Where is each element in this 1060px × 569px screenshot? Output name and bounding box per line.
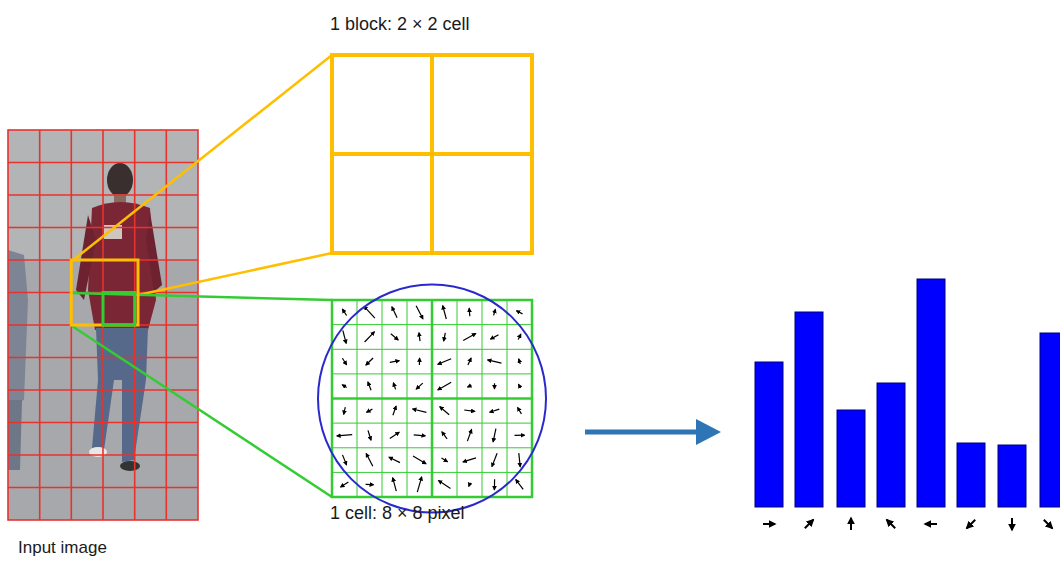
arrow-glyph [442, 458, 448, 462]
zoom-lines [72, 55, 332, 497]
arrow-glyph [342, 385, 346, 388]
arrow-glyph [491, 335, 499, 339]
arrow-glyph [416, 306, 423, 319]
arrow-glyph [393, 478, 397, 491]
arrow-glyph [468, 385, 472, 387]
arrow-glyph [393, 383, 395, 390]
arrow-glyph [463, 333, 476, 340]
arrow-glyph [366, 358, 373, 365]
arrow-glyph [342, 309, 346, 315]
arrow-glyph [494, 383, 495, 389]
arrow-glyph [419, 333, 420, 341]
arrow-glyph [389, 457, 400, 462]
node-label: 1 cell: 8 × 8 pixel [330, 503, 465, 525]
arrow-glyph [442, 432, 447, 439]
arrow-glyph [393, 406, 396, 415]
cell-marker [103, 293, 135, 326]
arrow-glyph [469, 308, 471, 316]
arrow-glyph [468, 358, 471, 365]
arrow-glyph [467, 430, 471, 442]
arrow-glyph [518, 408, 522, 414]
arrow-glyph [419, 358, 420, 365]
arrow-glyph [464, 410, 475, 411]
arrow-glyph [344, 407, 346, 414]
arrow-glyph [763, 523, 775, 525]
arrow-glyph [417, 477, 421, 492]
block-box: 1 block: 2 × 2 cell [326, 14, 556, 54]
arrow-glyph [517, 311, 523, 314]
cell-box: 1 cell: 8 × 8 pixel [326, 503, 556, 533]
flow-arrow [585, 419, 721, 445]
arrow-glyph [469, 483, 470, 487]
node-label: 1 block: 2 × 2 cell [330, 14, 470, 36]
input-image: Input image [8, 130, 198, 558]
arrow-glyph [850, 518, 852, 530]
arrow-glyph [492, 453, 497, 466]
arrow-glyph [518, 334, 521, 339]
arrow-glyph [413, 409, 427, 412]
arrow-glyph [366, 484, 374, 486]
arrow-glyph [493, 429, 496, 442]
arrow-glyph [488, 360, 502, 363]
image-grid [8, 130, 198, 520]
arrow-glyph [343, 455, 347, 465]
arrow-glyph [342, 358, 346, 365]
arrow-glyph [438, 382, 451, 390]
arrow-glyph [490, 409, 500, 412]
arrow-glyph [463, 458, 476, 462]
arrow-glyph [366, 454, 373, 467]
arrow-glyph [967, 520, 975, 528]
block-marker [71, 260, 138, 325]
arrow-glyph [516, 480, 523, 490]
arrow-glyph [887, 520, 895, 528]
arrow-glyph [414, 435, 426, 436]
orientation-histogram [755, 279, 1060, 507]
arrow-glyph [439, 481, 451, 489]
cell-grid [332, 300, 532, 497]
arrow-glyph [494, 309, 496, 315]
arrow-glyph [365, 332, 375, 342]
arrow-glyph [494, 479, 495, 489]
arrow-glyph [440, 407, 449, 415]
arrow-glyph [343, 330, 346, 343]
arrow-glyph [519, 384, 521, 388]
arrow-glyph [341, 482, 349, 487]
arrow-glyph [364, 306, 375, 318]
bin-direction-arrows [763, 518, 1052, 530]
gaussian-circle [318, 285, 546, 513]
gradient-arrows [337, 306, 525, 493]
arrow-glyph [392, 307, 397, 318]
arrow-glyph [1011, 518, 1013, 530]
arrow-glyph [337, 435, 352, 436]
input-photo [8, 130, 198, 520]
node-label: Input image [18, 538, 107, 558]
arrow-glyph [519, 453, 520, 467]
arrow-glyph [1044, 520, 1052, 528]
arrow-glyph [805, 520, 813, 528]
arrow-glyph [391, 334, 398, 340]
arrow-glyph [368, 382, 371, 390]
block-grid [332, 55, 532, 253]
arrow-glyph [367, 409, 373, 412]
arrow-glyph [515, 435, 525, 436]
arrow-glyph [368, 430, 371, 440]
arrow-glyph [925, 523, 937, 525]
arrow-glyph [390, 361, 399, 363]
arrow-glyph [390, 432, 399, 438]
arrow-glyph [443, 306, 447, 319]
arrow-glyph [444, 333, 446, 341]
arrow-glyph [413, 456, 426, 464]
arrow-glyph [519, 359, 521, 364]
arrow-glyph [416, 383, 423, 389]
arrow-glyph [438, 359, 451, 365]
